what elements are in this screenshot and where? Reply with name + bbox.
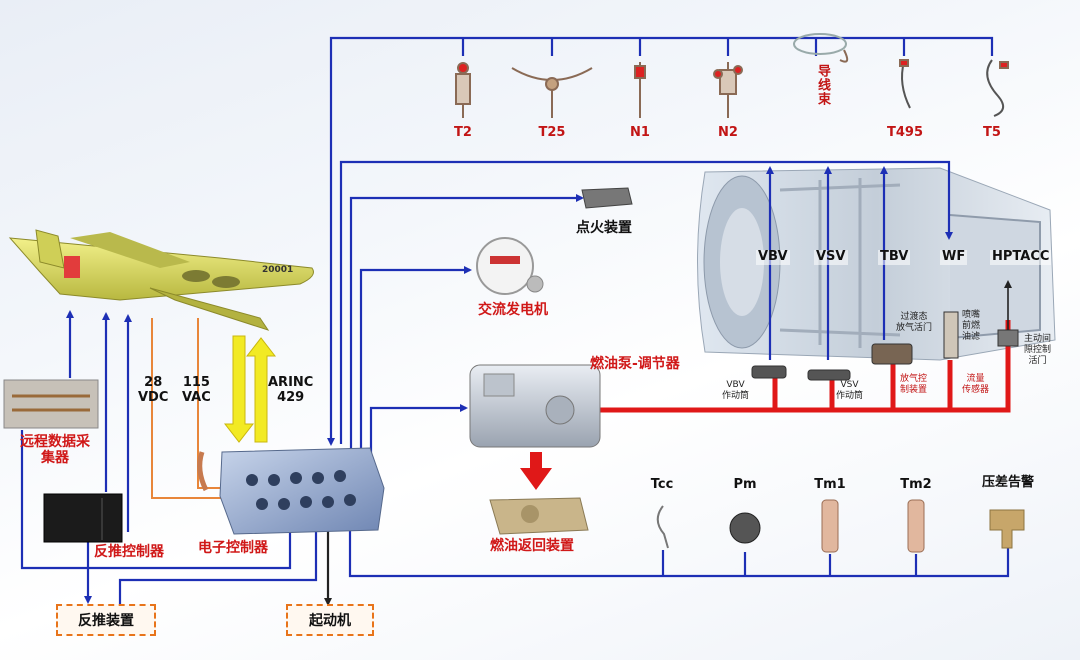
fuel-nozzle-filter-image xyxy=(943,311,959,359)
nozzle-filter-label: 喷嘴 前燃 油滤 xyxy=(962,310,981,342)
engine-label-wf: WF xyxy=(940,249,968,265)
fuel-return-label: 燃油返回装置 xyxy=(490,538,574,554)
fuel-lines xyxy=(600,320,1011,413)
t2-sensor-icon xyxy=(455,62,471,118)
starter-label: 起动机 xyxy=(309,613,351,629)
vsv-actuator-label: VSV 作动筒 xyxy=(836,380,864,401)
tm1-sensor-icon xyxy=(821,499,839,553)
top-sensor-icons xyxy=(455,33,1009,118)
thrust-reverser-controller-label: 反推控制器 xyxy=(94,544,164,560)
arinc-429-label: ARINC 429 xyxy=(268,375,314,405)
ignition-unit-image xyxy=(581,187,633,209)
sensor-label-tcc: Tcc xyxy=(650,477,674,492)
bleed-control-label: 放气控 制装置 xyxy=(900,374,928,395)
n2-sensor-icon xyxy=(713,62,743,118)
sensor-label-pm: Pm xyxy=(733,477,757,492)
ecu-image xyxy=(197,447,385,535)
aircraft-mark: 20001 xyxy=(262,265,293,275)
sensor-label-t2: T2 xyxy=(454,125,472,140)
engine-label-tbv: TBV xyxy=(878,249,911,265)
flow-sensor-label: 流量 传感器 xyxy=(962,374,990,395)
power-label-115vac: 115 VAC xyxy=(182,375,211,405)
sensor-label-n1: N1 xyxy=(630,125,650,140)
fuel-return-arrow xyxy=(520,452,552,490)
bleed-valve-image xyxy=(871,343,913,365)
n1-sensor-icon xyxy=(634,62,646,118)
engine-label-vsv: VSV xyxy=(814,249,848,265)
pm-sensor-icon xyxy=(729,512,761,544)
tcc-sensor-icon xyxy=(656,505,669,549)
ac-generator-image xyxy=(476,237,544,295)
sensor-label-t5: T5 xyxy=(983,125,1001,140)
vbv-actuator-label: VBV 作动筒 xyxy=(722,380,750,401)
hptacc-valve-image xyxy=(997,329,1019,347)
transient-bleed-valve-label: 过渡态 放气活门 xyxy=(896,312,933,333)
fuel-pump-regulator-label: 燃油泵-调节器 xyxy=(590,356,680,372)
engine-label-vbv: VBV xyxy=(756,249,790,265)
ecu-label: 电子控制器 xyxy=(198,540,268,556)
remote-data-collector-label: 远程数据采集器 xyxy=(20,434,90,467)
hptacc-valve-label: 主动间 隙控制 活门 xyxy=(1024,334,1052,366)
arinc-arrows xyxy=(223,335,277,443)
sensor-label-wire-harness: 导线束 xyxy=(814,64,830,106)
starter-box: 起动机 xyxy=(286,604,374,636)
bottom-sensor-icons xyxy=(656,499,1025,553)
ac-generator-label: 交流发电机 xyxy=(478,302,548,318)
thrust-reverser-box: 反推装置 xyxy=(56,604,156,636)
power-label-28vdc: 28 VDC xyxy=(138,375,169,405)
fuel-pump-regulator-image xyxy=(469,364,601,448)
sensor-label-pressure-diff-alarm: 压差告警 xyxy=(981,475,1034,490)
sensor-label-n2: N2 xyxy=(718,125,738,140)
fuel-return-image xyxy=(489,497,589,535)
aircraft-image xyxy=(8,229,314,331)
vbv-actuator-image xyxy=(751,365,787,379)
sensor-label-t495: T495 xyxy=(886,125,923,140)
sensor-label-t25: T25 xyxy=(538,125,566,140)
engine-label-hptacc: HPTACC xyxy=(990,249,1052,265)
ignition-unit-label: 点火装置 xyxy=(576,220,632,236)
sensor-label-tm1: Tm1 xyxy=(814,477,846,492)
power-lines xyxy=(151,318,222,499)
pressure-diff-alarm-icon xyxy=(989,509,1025,549)
thrust-reverser-label: 反推装置 xyxy=(78,613,134,629)
turbofan-engine-image xyxy=(697,167,1056,361)
t5-sensor-icon xyxy=(986,59,1009,117)
thrust-reverser-controller-image xyxy=(43,493,123,543)
engine-actuators xyxy=(751,311,1019,381)
vsv-actuator-image xyxy=(807,369,851,381)
remote-data-collector-image xyxy=(3,379,99,429)
wire-harness-icon xyxy=(793,33,849,63)
t495-sensor-icon xyxy=(899,59,911,109)
sensor-label-tm2: Tm2 xyxy=(900,477,932,492)
t25-sensor-icon xyxy=(511,67,593,118)
tm2-sensor-icon xyxy=(907,499,925,553)
